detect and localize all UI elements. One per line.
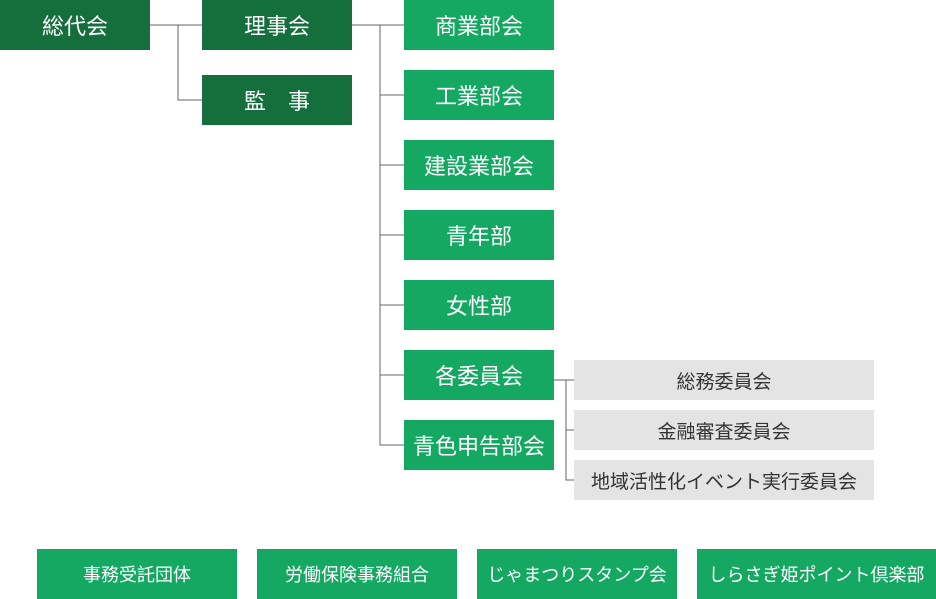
department-industry: 工業部会 <box>404 70 554 120</box>
root-node: 総代会 <box>0 0 150 50</box>
connector-root-auditor <box>177 25 202 101</box>
board-node-label: 理事会 <box>243 15 310 40</box>
department-blue-return: 青色申告部会 <box>404 420 554 470</box>
department-youth: 青年部 <box>404 210 554 260</box>
committee-label: 地域活性化イベント実行委員会 <box>590 470 857 493</box>
affiliate-label: 労働保険事務組合 <box>285 565 429 586</box>
affiliate-label: 事務受託団体 <box>83 565 191 586</box>
department-label: 青年部 <box>445 225 512 250</box>
department-label: 建設業部会 <box>423 155 534 180</box>
department-label: 商業部会 <box>434 15 523 40</box>
department-women: 女性部 <box>404 280 554 330</box>
department-label: 各委員会 <box>434 365 523 390</box>
auditor-node: 監 事 <box>202 75 352 125</box>
affiliate-point-club: しらさぎ姫ポイント倶楽部 <box>697 549 936 599</box>
affiliate-stamp-association: じゃまつりスタンプ会 <box>477 549 677 599</box>
department-label: 青色申告部会 <box>412 435 545 460</box>
committee-general-affairs: 総務委員会 <box>574 360 874 400</box>
department-label: 工業部会 <box>434 85 523 110</box>
affiliate-labor-insurance: 労働保険事務組合 <box>257 549 457 599</box>
affiliate-label: しらさぎ姫ポイント倶楽部 <box>708 565 925 586</box>
department-commerce: 商業部会 <box>404 0 554 50</box>
committee-label: 金融審査委員会 <box>657 420 791 443</box>
department-label: 女性部 <box>445 295 512 320</box>
committee-label: 総務委員会 <box>676 370 772 393</box>
root-node-label: 総代会 <box>41 15 108 40</box>
department-committees: 各委員会 <box>404 350 554 400</box>
department-construction: 建設業部会 <box>404 140 554 190</box>
affiliate-label: じゃまつりスタンプ会 <box>487 565 667 586</box>
connector-committees-trunk <box>565 380 574 481</box>
committee-regional-event: 地域活性化イベント実行委員会 <box>574 460 874 500</box>
board-node: 理事会 <box>202 0 352 50</box>
auditor-node-label: 監 事 <box>243 90 310 115</box>
affiliate-contract-office: 事務受託団体 <box>37 549 237 599</box>
committee-finance-review: 金融審査委員会 <box>574 410 874 450</box>
